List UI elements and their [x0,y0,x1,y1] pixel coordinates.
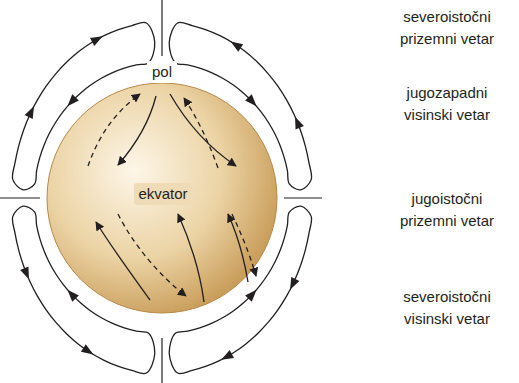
circulation-loop [12,206,154,374]
arrowhead [25,104,38,119]
circulation-loop [169,206,311,374]
arrowhead [64,287,79,302]
wind-label: severoistočni visinski vetar [383,286,511,330]
pole-label: pol [147,61,177,83]
circulation-loop [169,22,311,190]
arrowhead [90,32,105,46]
surface-wind-arrows [88,94,256,302]
arrowhead [245,287,260,302]
globe [47,83,277,313]
arrowhead [64,94,79,109]
arrowhead [219,350,234,364]
wind-label: severoistočni prizemni vetar [383,6,511,50]
arrowhead [291,115,304,130]
arrowhead [286,277,299,292]
arrowhead [81,344,96,358]
arrowhead [245,94,260,109]
wind-label: jugozapadni visinski vetar [383,82,511,126]
wind-label: jugoistočni prizemni vetar [383,188,511,232]
arrowhead [228,38,243,52]
circulation-loop [12,22,154,190]
divider-lines [0,0,322,383]
arrowhead [20,267,33,282]
circulation-loops [12,22,311,373]
equator-label: ekvator [134,183,192,205]
